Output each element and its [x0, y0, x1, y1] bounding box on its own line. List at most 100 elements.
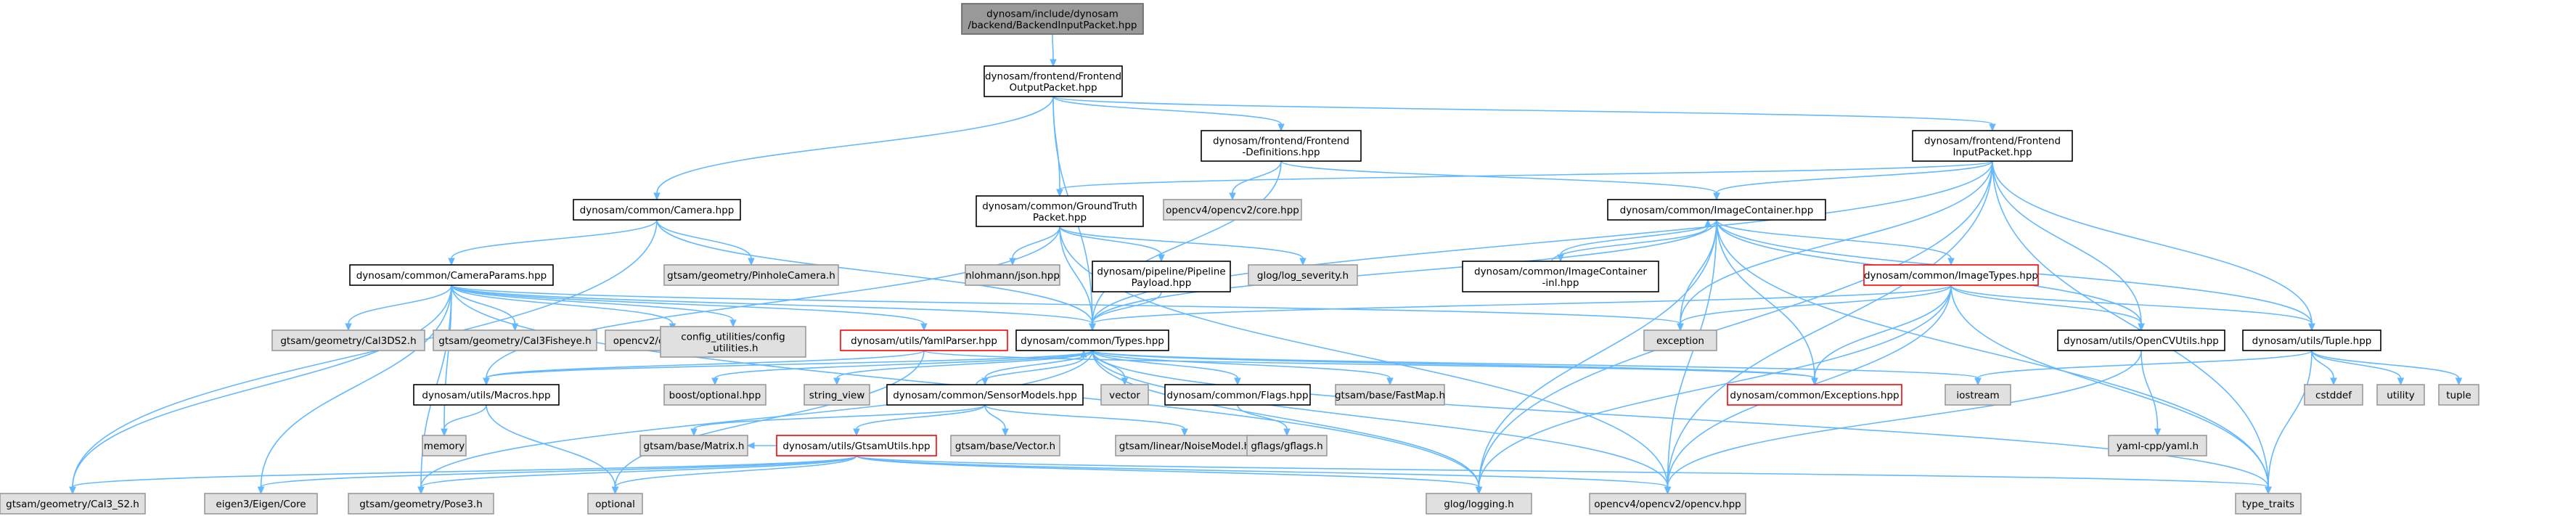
node-gtsam-geometry-pinholecamera-h: gtsam/geometry/PinholeCamera.h [663, 264, 839, 286]
node-gtsam-geometry-pose3-h: gtsam/geometry/Pose3.h [348, 493, 494, 515]
edge-line [2140, 350, 2159, 430]
edge-line [1992, 160, 2142, 324]
node-box [1100, 384, 1149, 406]
node-label: opencv4/opencv2/core.hpp [1166, 205, 1299, 216]
edge-line [1052, 96, 1993, 125]
node-box [886, 384, 1084, 406]
node-memory: memory [422, 435, 467, 456]
node-label: -inl.hpp [1542, 277, 1579, 289]
edge-arrowhead [1089, 323, 1096, 332]
node-box [976, 195, 1144, 227]
node-vector: vector [1100, 384, 1149, 406]
edge-line [260, 455, 857, 488]
node-glog-log-severity-h: glog/log_severity.h [1248, 264, 1358, 286]
edge-line [1092, 160, 1993, 324]
node-box [1589, 493, 1746, 515]
node-label: dynosam/common/Flags.hpp [1166, 390, 1308, 401]
node-box [804, 384, 870, 406]
edge-gtsamutils-to-typetraits [856, 455, 2272, 495]
node-dynosam-include-dynosam-backend-backendinputpacket-hpp: dynosam/include/dynosam/backend/BackendI… [961, 3, 1144, 35]
edge-types-to-exceptions [1092, 350, 1818, 386]
edge-line [923, 350, 1815, 379]
node-label: dynosam/common/ImageTypes.hpp [1864, 270, 2038, 282]
node-dynosam-utils-yamlparser-hpp[interactable]: dynosam/utils/YamlParser.hpp [840, 329, 1008, 351]
edge-line [1059, 160, 1993, 190]
node-dynosam-frontend-frontendoutputpacket-hpp[interactable]: dynosam/frontend/FrontendOutputPacket.hp… [984, 65, 1123, 97]
edge-line [836, 350, 1093, 379]
node-dynosam-common-camera-hpp[interactable]: dynosam/common/Camera.hpp [573, 199, 741, 221]
edge-line [1092, 350, 1391, 379]
node-dynosam-common-types-hpp[interactable]: dynosam/common/Types.hpp [1015, 329, 1169, 351]
edge-line [72, 219, 658, 488]
edge-sensor-to-noisemodel [984, 404, 1188, 437]
node-label: exception [1656, 335, 1704, 347]
node-box [663, 264, 839, 286]
edge-tuple-to-typetraits [2265, 350, 2313, 495]
node-label: boost/optional.hpp [669, 390, 761, 401]
node-label: dynosam/utils/Macros.hpp [422, 390, 550, 401]
edge-line [656, 219, 752, 259]
edge-imgcont-to-imgtypes [1716, 219, 1955, 266]
node-box [1246, 435, 1328, 456]
edge-fip-to-ocvutils [1992, 160, 2145, 332]
node-gtsam-geometry-cal3ds2-h: gtsam/geometry/Cal3DS2.h [271, 329, 425, 351]
edge-line [984, 350, 1093, 379]
node-dynosam-frontend-frontend-definitions-hpp[interactable]: dynosam/frontend/Frontend-Definitions.hp… [1201, 130, 1362, 162]
node-label: dynosam/utils/GtsamUtils.hpp [782, 441, 930, 452]
node-box [1863, 264, 2039, 286]
edge-line [451, 284, 674, 324]
edge-arrowhead [1475, 486, 1483, 495]
node-boost-optional-hpp: boost/optional.hpp [663, 384, 766, 406]
node-label: dynosam/utils/OpenCVUtils.hpp [2064, 335, 2219, 347]
edge-line [1092, 350, 1480, 488]
node-dynosam-common-flags-hpp[interactable]: dynosam/common/Flags.hpp [1164, 384, 1311, 406]
edge-line [1478, 219, 1717, 488]
edge-types-to-flags [1092, 350, 1241, 386]
edge-line [1092, 350, 1979, 379]
edge-arrowhead [2397, 377, 2405, 386]
edge-types-to-macros [483, 350, 1093, 386]
edge-line [451, 284, 1093, 324]
node-box [1015, 329, 1169, 351]
edge-line [1232, 160, 1282, 194]
edge-arrowhead [2308, 323, 2315, 332]
dependency-edges [69, 33, 2463, 495]
edge-campar-to-configutil [451, 284, 737, 328]
node-box [1426, 493, 1532, 515]
node-dynosam-common-imagecontainer-inl-hpp[interactable]: dynosam/common/ImageContainer-inl.hpp [1462, 261, 1659, 292]
node-box [204, 493, 318, 515]
node-dynosam-common-cameraparams-hpp[interactable]: dynosam/common/CameraParams.hpp [349, 264, 554, 286]
edge-line [1092, 350, 1815, 379]
edge-line [260, 284, 452, 488]
edge-line [1237, 404, 1288, 430]
edge-arrowhead [1277, 123, 1285, 132]
node-label: dynosam/frontend/Frontend [985, 70, 1121, 82]
edge-fop-to-camera [653, 96, 1054, 201]
edge-tuple-to-cstddef [2311, 350, 2337, 386]
edge-arrowhead [729, 319, 737, 328]
node-gtsam-geometry-cal3-s2-h: gtsam/geometry/Cal3_S2.h [0, 493, 146, 515]
node-box [984, 65, 1123, 97]
edge-sensor-to-types [976, 349, 1087, 385]
node-label: yaml-cpp/yaml.h [2117, 441, 2199, 452]
node-dynosam-utils-tuple-hpp[interactable]: dynosam/utils/Tuple.hpp [2242, 329, 2381, 351]
node-dynosam-utils-opencvutils-hpp[interactable]: dynosam/utils/OpenCVUtils.hpp [2057, 329, 2225, 351]
edge-gtsamutils-to-gmatrix [746, 442, 777, 449]
node-dynosam-common-sensormodels-hpp[interactable]: dynosam/common/SensorModels.hpp [886, 384, 1084, 406]
node-dynosam-utils-gtsamutils-hpp[interactable]: dynosam/utils/GtsamUtils.hpp [776, 435, 937, 456]
edge-campar-to-cal3ds2 [345, 284, 452, 332]
node-box [1945, 384, 2011, 406]
edge-line [1478, 284, 1952, 488]
edge-imgtypes-to-ocvutils [1950, 284, 2145, 332]
node-box [660, 326, 806, 358]
edge-gtsamutils-to-pose3 [417, 455, 857, 495]
node-dynosam-common-imagetypes-hpp[interactable]: dynosam/common/ImageTypes.hpp [1863, 264, 2039, 286]
node-dynosam-utils-macros-hpp[interactable]: dynosam/utils/Macros.hpp [413, 384, 560, 406]
node-dynosam-common-imagecontainer-hpp[interactable]: dynosam/common/ImageContainer.hpp [1607, 199, 1826, 221]
edge-camera-to-pinhole [656, 219, 755, 266]
node-label: Packet.hpp [1033, 212, 1087, 224]
node-dynosam-common-exceptions-hpp[interactable]: dynosam/common/Exceptions.hpp [1727, 384, 1902, 406]
